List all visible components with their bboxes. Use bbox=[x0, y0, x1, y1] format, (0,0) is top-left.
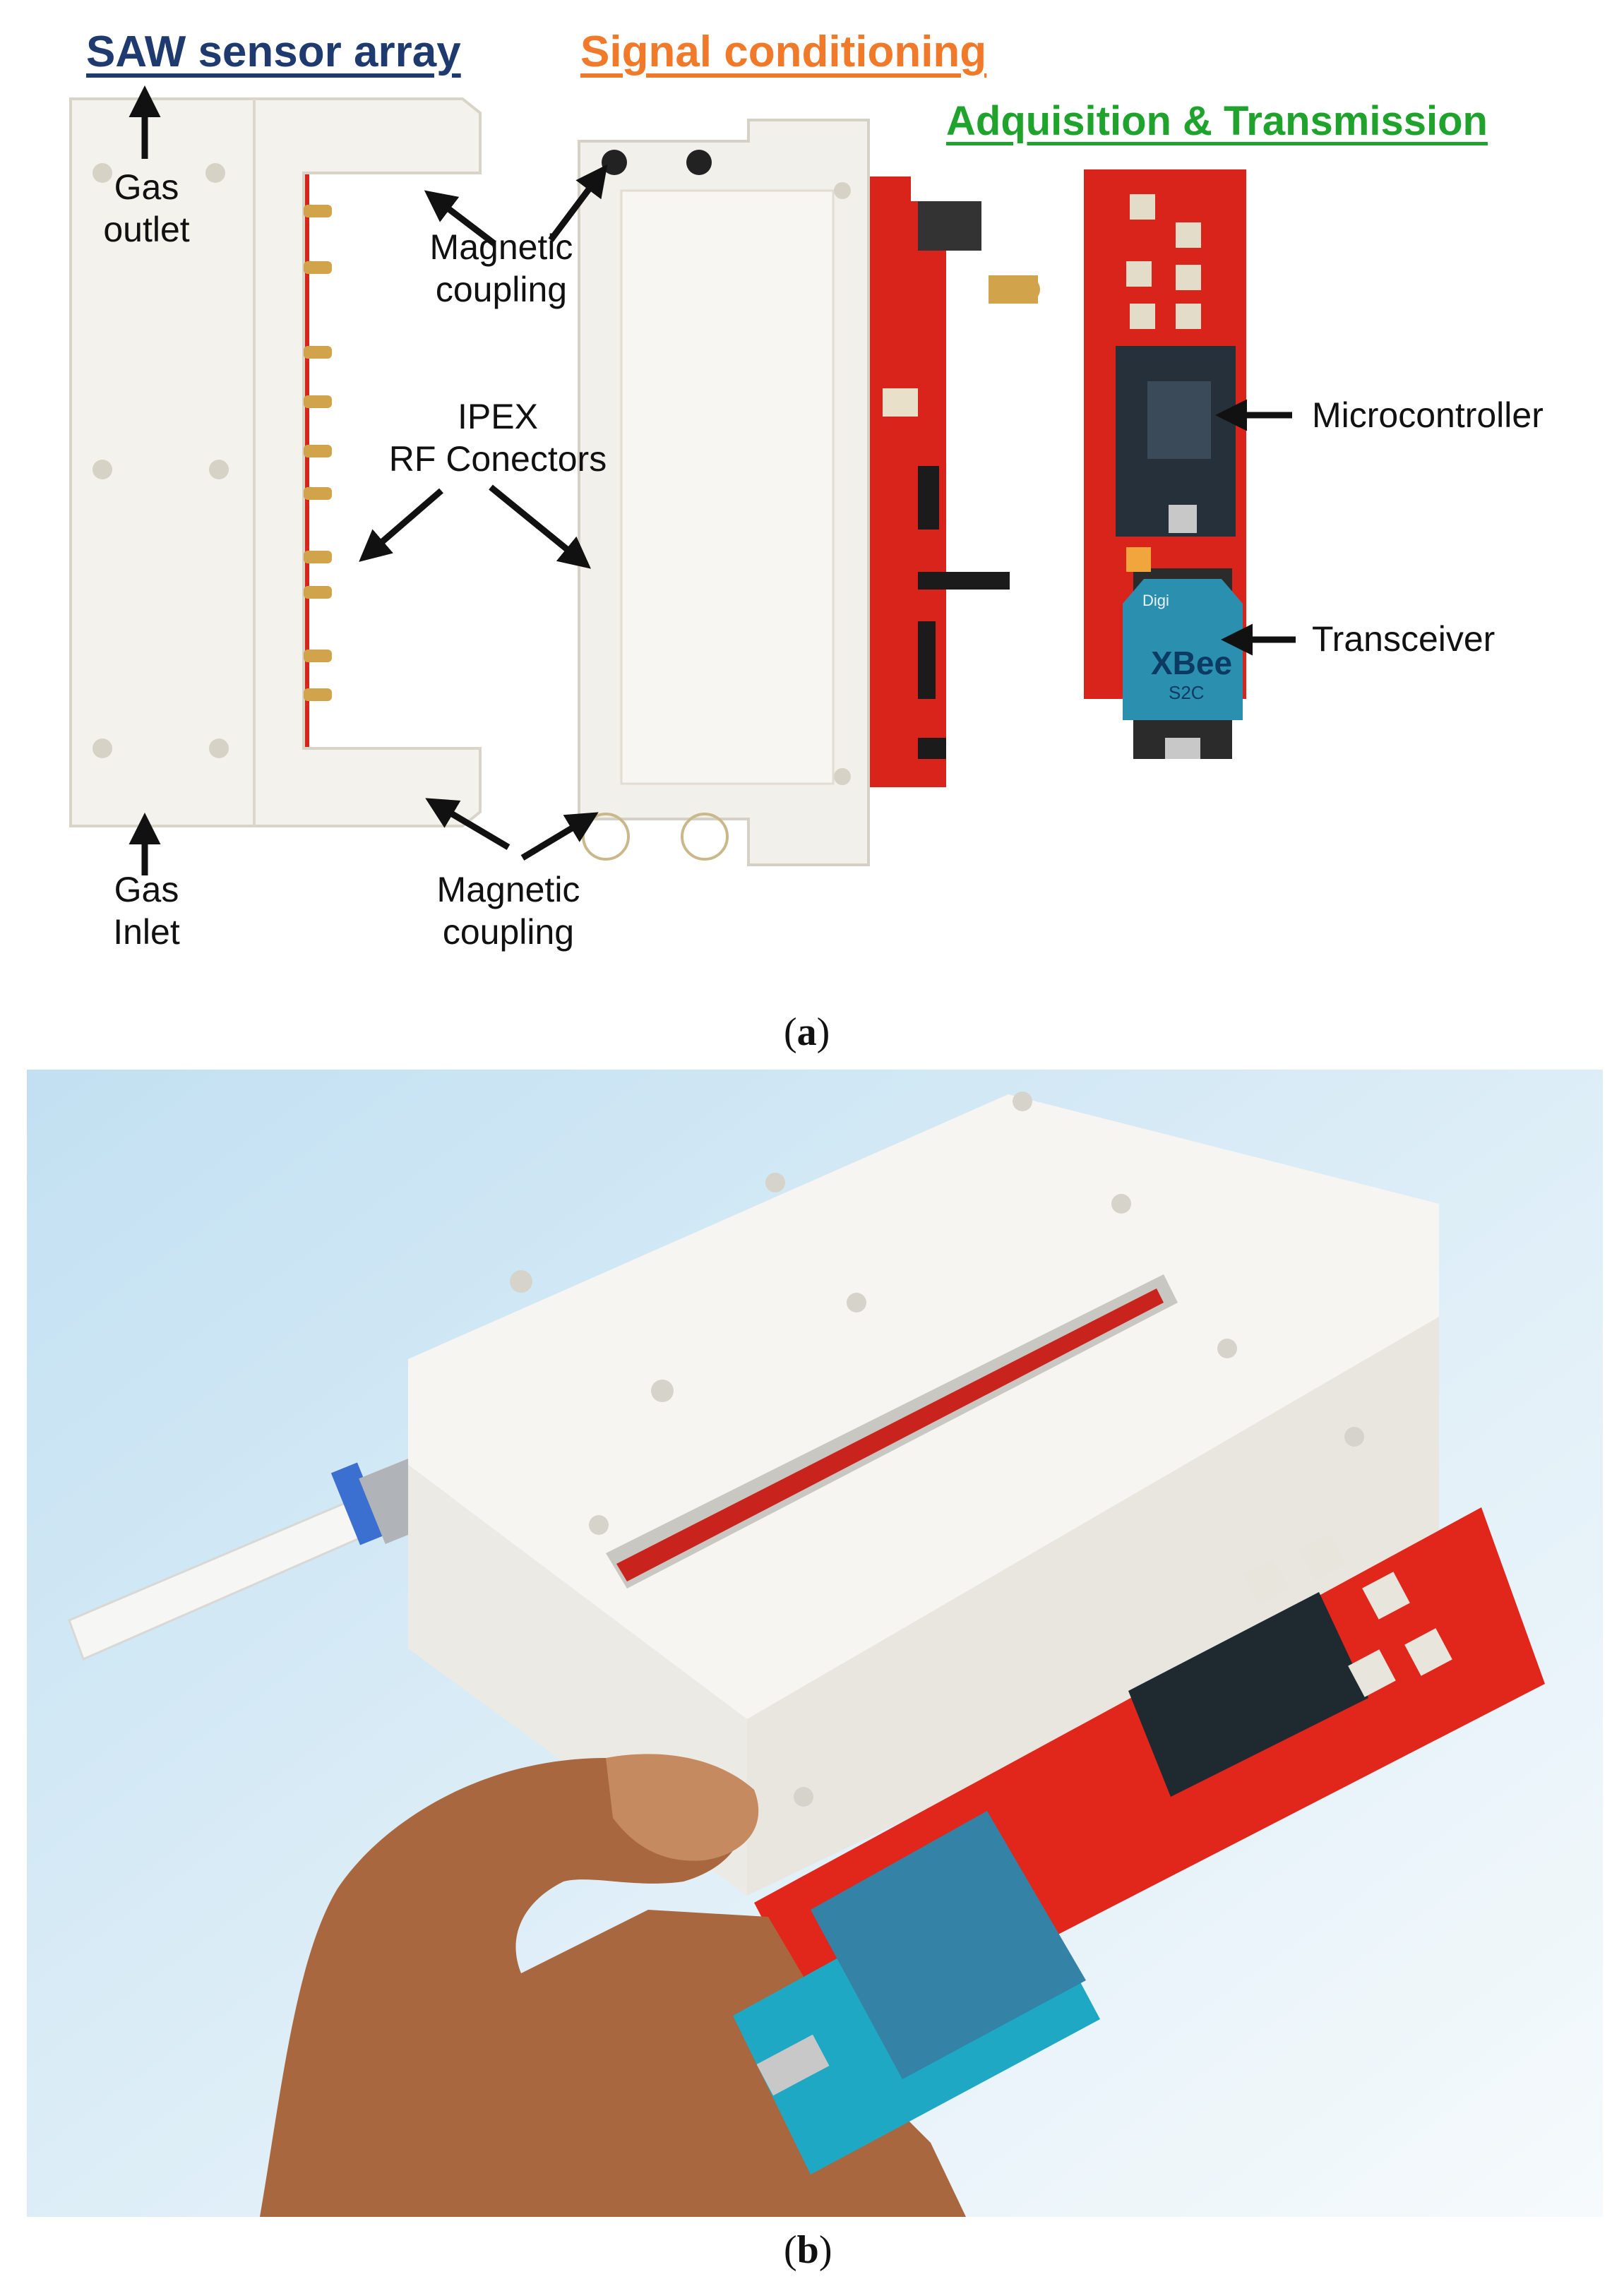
xbee-module-photo bbox=[733, 1811, 1100, 2175]
annotation-arrows bbox=[129, 85, 1296, 875]
signal-conditioning-header: Signal conditioning bbox=[580, 28, 987, 76]
acquisition-transmission-header: Adquisition & Transmission bbox=[946, 98, 1488, 144]
digi-brand-text: Digi bbox=[1142, 592, 1169, 609]
magnetic-coupling-bottom-label: Magnetic coupling bbox=[417, 868, 600, 953]
xbee-brand-text: XBee bbox=[1151, 645, 1232, 681]
gas-inlet-label: Gas Inlet bbox=[85, 868, 208, 953]
magnetic-coupling-bottom-line-1: Magnetic bbox=[436, 870, 580, 909]
panel-a-caption-letter: a bbox=[796, 1010, 817, 1054]
panel-a-photo: XBee S2C Digi bbox=[69, 85, 1296, 875]
gas-inlet-line-1: Gas bbox=[114, 870, 179, 909]
ipex-line-1: IPEX bbox=[458, 397, 538, 436]
gas-outlet-label: Gas outlet bbox=[85, 166, 208, 251]
xbee-model-text: S2C bbox=[1169, 682, 1205, 703]
panel-b-caption-letter: b bbox=[796, 2228, 819, 2272]
signal-conditioning-board bbox=[578, 119, 1040, 866]
panel-b-photo bbox=[27, 1070, 1603, 2217]
transceiver-label: Transceiver bbox=[1312, 619, 1495, 659]
saw-sensor-array-header: SAW sensor array bbox=[86, 28, 461, 76]
magnetic-coupling-bottom-line-2: coupling bbox=[442, 912, 575, 952]
magnetic-coupling-top-line-1: Magnetic bbox=[429, 227, 573, 267]
microcontroller-label: Microcontroller bbox=[1312, 395, 1544, 435]
magnetic-coupling-top-line-2: coupling bbox=[435, 270, 568, 309]
gas-inlet-line-2: Inlet bbox=[113, 912, 180, 952]
ipex-rf-connectors-label: IPEX RF Conectors bbox=[381, 395, 614, 480]
saw-sensor-array-housing bbox=[69, 97, 482, 827]
acquisition-transmission-board: XBee S2C Digi bbox=[1084, 169, 1246, 759]
gas-outlet-line-2: outlet bbox=[103, 210, 190, 249]
panel-b-caption: (b) bbox=[784, 2228, 832, 2272]
magnetic-coupling-top-label: Magnetic coupling bbox=[410, 226, 593, 311]
gas-outlet-line-1: Gas bbox=[114, 167, 179, 207]
panel-a-caption: (a) bbox=[784, 1010, 830, 1054]
ipex-line-2: RF Conectors bbox=[388, 439, 607, 479]
